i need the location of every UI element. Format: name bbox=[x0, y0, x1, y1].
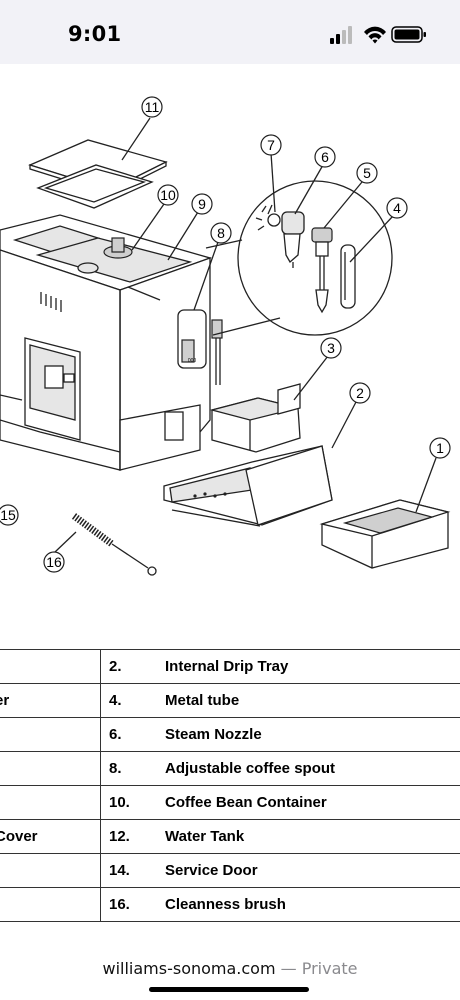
svg-text:10: 10 bbox=[160, 187, 176, 203]
part-number: 12. bbox=[100, 819, 157, 854]
table-row: 2.Internal Drip Tray bbox=[0, 649, 460, 684]
home-indicator[interactable] bbox=[149, 987, 309, 992]
status-icons bbox=[330, 26, 426, 44]
table-row: 8.Adjustable coffee spout bbox=[0, 751, 460, 786]
battery-icon bbox=[391, 26, 426, 43]
table-row: 16.Cleanness brush bbox=[0, 887, 460, 922]
part-number: 16. bbox=[100, 887, 157, 922]
table-row: 10.Coffee Bean Container bbox=[0, 785, 460, 820]
part-number: 10. bbox=[100, 785, 157, 820]
left-cell-text: er bbox=[0, 692, 10, 709]
part-number: 2. bbox=[100, 649, 157, 684]
callout-6: 6 bbox=[314, 146, 336, 168]
private-mode-label: — Private bbox=[275, 959, 358, 978]
status-bar: 9:01 bbox=[0, 0, 460, 64]
part-name: Coffee Bean Container bbox=[157, 785, 460, 820]
callout-3: 3 bbox=[320, 337, 342, 359]
left-cell-text: Cover bbox=[0, 828, 38, 845]
table-row: 14.Service Door bbox=[0, 853, 460, 888]
callout-15: 15 bbox=[0, 504, 19, 526]
part-name: Service Door bbox=[157, 853, 460, 888]
parts-list-table: 2.Internal Drip Tray er 4.Metal tube 6.St… bbox=[0, 649, 460, 922]
callout-8: 8 bbox=[210, 222, 232, 244]
part-name: Adjustable coffee spout bbox=[157, 751, 460, 786]
exploded-parts-diagram: 000 bbox=[0, 64, 460, 649]
part-steam-nozzle bbox=[281, 211, 305, 268]
svg-text:2: 2 bbox=[356, 385, 364, 401]
svg-text:9: 9 bbox=[198, 196, 206, 212]
browser-url-bar[interactable]: williams-sonoma.com — Private bbox=[0, 944, 460, 1000]
spout-label: 000 bbox=[188, 358, 197, 364]
part-name: Internal Drip Tray bbox=[157, 649, 460, 684]
status-time: 9:01 bbox=[68, 22, 122, 46]
part-name: Metal tube bbox=[157, 683, 460, 718]
svg-text:4: 4 bbox=[393, 200, 401, 216]
part-number: 6. bbox=[100, 717, 157, 752]
part-number: 4. bbox=[100, 683, 157, 718]
cellular-signal-icon bbox=[330, 26, 352, 44]
table-row: er 4.Metal tube bbox=[0, 683, 460, 718]
part-lid bbox=[28, 117, 168, 209]
svg-text:5: 5 bbox=[363, 165, 371, 181]
part-coffee-spout: 000 bbox=[177, 309, 223, 385]
url-domain: williams-sonoma.com bbox=[102, 959, 276, 978]
svg-text:6: 6 bbox=[321, 149, 329, 165]
svg-text:3: 3 bbox=[327, 340, 335, 356]
callout-11: 11 bbox=[141, 96, 163, 118]
part-name: Steam Nozzle bbox=[157, 717, 460, 752]
svg-text:16: 16 bbox=[46, 554, 62, 570]
part-number: 14. bbox=[100, 853, 157, 888]
part-grounds-container bbox=[209, 383, 301, 453]
callout-4: 4 bbox=[386, 197, 408, 219]
svg-text:8: 8 bbox=[217, 225, 225, 241]
callout-9: 9 bbox=[191, 193, 213, 215]
svg-text:11: 11 bbox=[145, 99, 160, 115]
part-number: 8. bbox=[100, 751, 157, 786]
table-row: Cover 12.Water Tank bbox=[0, 819, 460, 854]
part-machine-body bbox=[0, 214, 213, 471]
part-name: Cleanness brush bbox=[157, 887, 460, 922]
callout-5: 5 bbox=[356, 162, 378, 184]
part-cleaning-brush bbox=[71, 513, 157, 576]
part-wand bbox=[311, 227, 333, 314]
svg-text:1: 1 bbox=[436, 440, 444, 456]
svg-text:15: 15 bbox=[0, 507, 16, 523]
part-drip-tray-grill bbox=[319, 499, 451, 569]
callout-1: 1 bbox=[429, 437, 451, 459]
svg-text:7: 7 bbox=[267, 137, 275, 153]
part-nozzle-tip bbox=[255, 204, 281, 231]
magnified-detail bbox=[205, 180, 393, 336]
url-display[interactable]: williams-sonoma.com — Private bbox=[0, 959, 460, 978]
callout-7: 7 bbox=[260, 134, 282, 156]
leader-lines bbox=[54, 152, 437, 553]
callout-16: 16 bbox=[43, 551, 65, 573]
wifi-icon bbox=[364, 26, 386, 44]
callout-2: 2 bbox=[349, 382, 371, 404]
table-row: 6.Steam Nozzle bbox=[0, 717, 460, 752]
part-name: Water Tank bbox=[157, 819, 460, 854]
part-metal-tube bbox=[340, 244, 356, 309]
callout-10: 10 bbox=[157, 184, 179, 206]
part-internal-drip-tray bbox=[163, 445, 333, 527]
